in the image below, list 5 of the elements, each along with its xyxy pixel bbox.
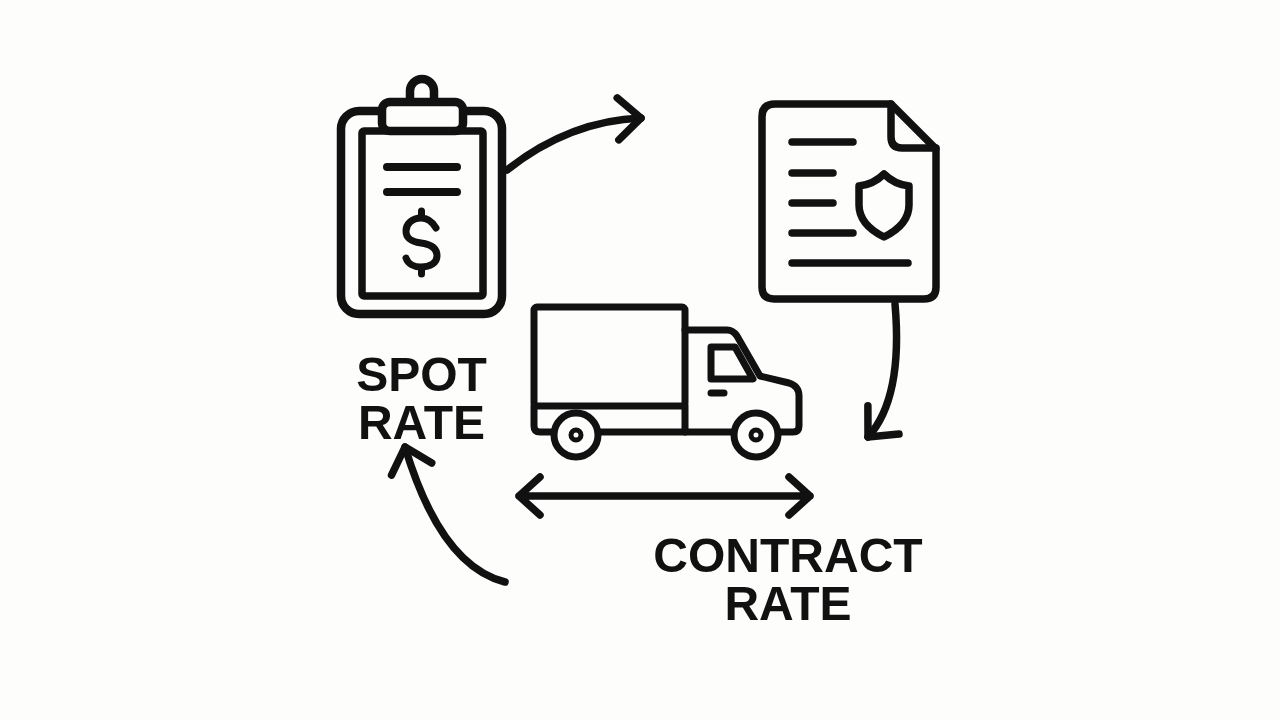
text-label: CONTRACT RATE — [652, 532, 924, 628]
curved-arrow — [503, 94, 645, 174]
node-label: SPOT RATE — [355, 351, 488, 447]
curved-arrow — [862, 300, 903, 441]
curved-arrow — [388, 443, 509, 586]
